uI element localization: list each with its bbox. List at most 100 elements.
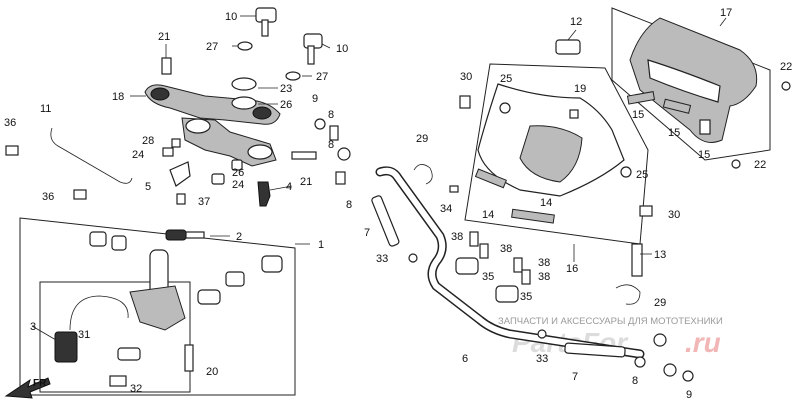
callout-2: 2	[236, 231, 242, 243]
callout-26: 26	[280, 99, 292, 111]
nut-9b	[682, 370, 694, 382]
bolt-38c	[513, 257, 523, 273]
plug-33b	[537, 329, 547, 339]
top-bridge-assembly	[5, 7, 351, 207]
callout-3: 3	[30, 321, 36, 333]
slider-7-lower	[564, 342, 626, 358]
callout-9: 9	[686, 389, 692, 401]
callout-37: 37	[198, 196, 210, 208]
bolt-21-side	[291, 151, 317, 160]
slider-7-upper	[371, 195, 400, 247]
group-box-16	[464, 63, 649, 245]
callout-12: 12	[570, 16, 582, 28]
plug-c	[225, 271, 245, 287]
callout-11: 11	[40, 103, 51, 115]
grommet-25a	[499, 102, 511, 114]
callout-21: 21	[158, 31, 170, 43]
callout-7: 7	[364, 227, 370, 239]
callout-7: 7	[572, 371, 578, 383]
seal-ring-23	[231, 77, 257, 91]
screw-22b	[731, 159, 741, 169]
bolt-38a	[469, 231, 479, 247]
front-arrow-icon	[4, 377, 51, 399]
callout-18: 18	[112, 91, 124, 103]
callout-23: 23	[280, 83, 292, 95]
callout-24: 24	[132, 149, 144, 161]
key-bolt-shaft-2	[307, 45, 315, 65]
callout-4: 4	[286, 181, 292, 193]
watermark-caption: ЗАПЧАСТИ И АКСЕССУАРЫ ДЛЯ МОТОТЕХНИКИ	[498, 316, 723, 327]
trim-15c	[699, 119, 711, 135]
clamp-35a	[455, 257, 479, 275]
holder-bore-left	[185, 118, 211, 134]
group-box-3	[39, 281, 191, 393]
callout-28: 28	[142, 135, 154, 147]
callout-6: 6	[462, 353, 468, 365]
callout-33: 33	[376, 253, 388, 265]
callout-36: 36	[42, 191, 54, 203]
ignition-key	[257, 181, 271, 207]
callout-10: 10	[336, 43, 348, 55]
callout-38: 38	[538, 271, 550, 283]
spring-wire-11	[50, 127, 133, 184]
screw-34	[449, 185, 459, 193]
callout-21: 21	[300, 176, 312, 188]
callout-17: 17	[720, 7, 732, 19]
callout-8: 8	[346, 199, 352, 211]
seal-ring-26	[231, 96, 257, 110]
callout-29: 29	[416, 133, 428, 145]
clip-29b	[615, 284, 641, 305]
callout-8: 8	[632, 375, 638, 387]
callout-24: 24	[232, 179, 244, 191]
nut-8e	[663, 363, 677, 377]
callout-16: 16	[566, 263, 578, 275]
stay-13	[631, 243, 643, 277]
plug-a	[89, 231, 107, 247]
callout-9: 9	[312, 93, 318, 105]
callout-25: 25	[636, 169, 648, 181]
clip-19	[569, 109, 579, 119]
callout-10: 10	[225, 11, 237, 23]
nut-8d	[653, 333, 667, 347]
leader-lines	[31, 15, 727, 341]
trim-15b	[662, 98, 692, 114]
screw-32	[109, 375, 127, 387]
key-blade-2	[185, 231, 205, 239]
plug-b	[111, 235, 127, 251]
trim-strip-14b	[511, 208, 555, 224]
bolt-8b	[335, 171, 346, 185]
clip-26	[231, 159, 243, 171]
callout-14: 14	[482, 209, 494, 221]
holder-bore-right	[247, 144, 273, 160]
callout-34: 34	[440, 203, 452, 215]
inner-panel-assembly	[611, 7, 791, 169]
handlebar-assembly	[371, 166, 694, 382]
nut-9	[314, 118, 326, 130]
bolt-37	[176, 193, 186, 205]
connector-3	[54, 331, 78, 363]
callout-22: 22	[754, 159, 766, 171]
callout-38: 38	[500, 243, 512, 255]
key-head-2	[165, 229, 187, 241]
callout-22: 22	[780, 61, 792, 73]
cowl-opening	[519, 125, 583, 183]
bolt-21-top	[161, 57, 172, 75]
grommet-28	[171, 138, 181, 148]
top-bridge	[144, 84, 281, 125]
bolt-38b	[479, 243, 489, 259]
callout-35: 35	[520, 291, 532, 303]
bridge-hole-left	[150, 87, 170, 101]
bracket-5	[169, 161, 191, 187]
inner-panel-recess	[647, 59, 721, 103]
callout-5: 5	[145, 181, 151, 193]
bolt-38d	[521, 269, 531, 285]
callout-27: 27	[206, 41, 218, 53]
callout-38: 38	[538, 257, 550, 269]
trim-strip-14a	[474, 168, 507, 189]
callout-13: 13	[654, 249, 666, 261]
washer-27a	[237, 41, 253, 51]
callout-1: 1	[318, 239, 324, 251]
callout-29: 29	[654, 297, 666, 309]
plug-d	[261, 255, 283, 273]
